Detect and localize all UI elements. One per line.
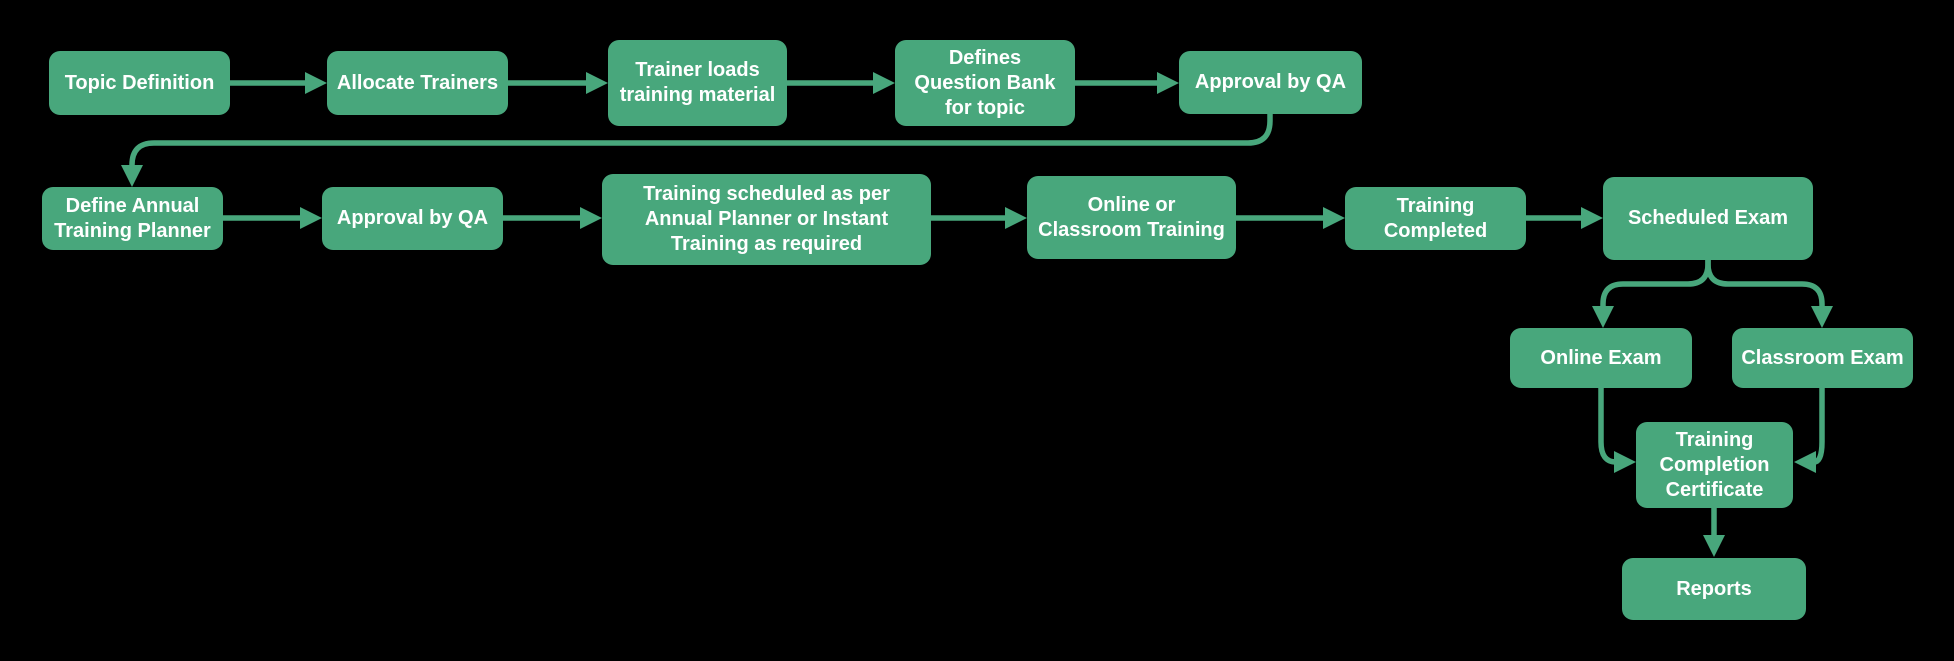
node-topic-definition: Topic Definition: [49, 51, 230, 115]
node-online-exam: Online Exam: [1510, 328, 1692, 388]
edge-scheduled-exam-to-classroom-exam: [1705, 260, 1833, 328]
edge-approval1-to-define-annual: [121, 114, 1273, 187]
node-label: Training Completed: [1383, 194, 1488, 242]
node-label: Approval by QA: [1194, 71, 1347, 93]
edge-classroom-exam-to-certificate: [1794, 388, 1825, 473]
node-label: Training Completion Certificate: [1659, 428, 1770, 501]
node-label: Approval by QA: [336, 207, 489, 229]
node-label: Scheduled Exam: [1627, 207, 1789, 229]
node-label: Online or Classroom Training: [1038, 193, 1225, 241]
node-label: Online Exam: [1540, 346, 1662, 369]
node-allocate-trainers: Allocate Trainers: [327, 51, 508, 115]
node-label: Topic Definition: [64, 71, 215, 94]
node-reports: Reports: [1622, 558, 1806, 620]
node-online-classroom-training: Online or Classroom Training: [1027, 176, 1236, 259]
edge-online-exam-to-certificate: [1598, 388, 1636, 473]
edge-scheduled-exam-to-online-exam: [1592, 260, 1711, 328]
node-define-annual-planner: Define Annual Training Planner: [42, 187, 223, 250]
node-training-scheduled: Training scheduled as per Annual Planner…: [602, 174, 931, 265]
node-approval-by-qa-1: Approval by QA: [1179, 51, 1362, 114]
node-label: Trainer loads training material: [619, 59, 776, 106]
node-label: Allocate Trainers: [336, 71, 499, 94]
node-scheduled-exam: Scheduled Exam: [1603, 177, 1813, 260]
node-label: Defines Question Bank for topic: [914, 46, 1056, 119]
node-label: Training scheduled as per Annual Planner…: [643, 183, 890, 255]
node-label: Define Annual Training Planner: [54, 194, 211, 242]
node-approval-by-qa-2: Approval by QA: [322, 187, 503, 250]
node-trainer-loads-material: Trainer loads training material: [608, 40, 787, 126]
node-defines-question-bank: Defines Question Bank for topic: [895, 40, 1075, 126]
node-classroom-exam: Classroom Exam: [1732, 328, 1913, 388]
node-label: Reports: [1676, 577, 1752, 600]
node-training-completion-certificate: Training Completion Certificate: [1636, 422, 1793, 508]
node-label: Classroom Exam: [1741, 346, 1904, 369]
node-training-completed: Training Completed: [1345, 187, 1526, 250]
